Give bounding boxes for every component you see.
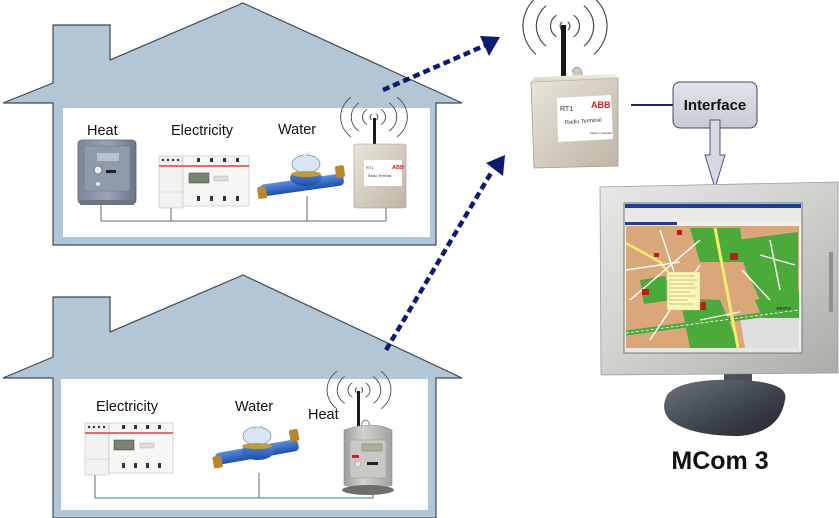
electricity-meter-bottom-icon xyxy=(84,422,174,476)
radio-links xyxy=(382,36,505,352)
label-electricity-top: Electricity xyxy=(171,123,234,139)
label-water-bottom: Water xyxy=(235,399,273,415)
electricity-meter-top-icon xyxy=(158,155,250,209)
radio-terminal-top-brand: ABB xyxy=(392,165,404,171)
heat-meter-top-icon xyxy=(77,139,137,205)
radio-link-bottom-arrowhead-icon xyxy=(486,155,505,176)
radio-link-bottom xyxy=(384,171,493,352)
central-radio-terminal-name: Radio Terminal xyxy=(565,117,602,126)
radio-link-top-arrowhead-icon xyxy=(480,36,500,56)
map-tooltip xyxy=(666,271,701,311)
house-top: Heat Electricity Water xyxy=(2,2,463,246)
central-radio-terminal-footer: Made in Sweden xyxy=(590,131,613,135)
water-meter-top-icon xyxy=(257,151,346,199)
central-radio-terminal-brand: ABB xyxy=(591,100,611,110)
map-place-label: ÅRSTA xyxy=(776,305,792,311)
label-heat-top: Heat xyxy=(87,123,118,139)
central-radio-terminal-icon: RT1 ABB Radio Terminal Made in Sweden xyxy=(522,0,619,169)
radio-terminal-top-name: Radio Terminal xyxy=(368,174,392,178)
label-water-top: Water xyxy=(278,122,316,138)
label-electricity-bottom: Electricity xyxy=(96,399,159,415)
radio-link-top xyxy=(382,42,487,93)
map-view: ÅRSTA xyxy=(625,226,800,349)
interface-to-monitor-arrow-icon xyxy=(704,119,726,190)
radio-terminal-top-id: RT1 xyxy=(366,165,374,170)
radio-terminal-top-icon: RT1 ABB Radio Terminal xyxy=(340,96,408,209)
house-bottom: Electricity Water Heat xyxy=(2,274,463,518)
label-heat-bottom: Heat xyxy=(308,407,339,423)
heat-meter-bottom-icon xyxy=(326,370,394,495)
interface-box: Interface xyxy=(672,81,758,129)
water-meter-bottom-icon xyxy=(212,424,300,469)
monitor-icon: ÅRSTA xyxy=(599,181,839,436)
central-radio-terminal-id: RT1 xyxy=(560,106,573,113)
monitor-label: MCom 3 xyxy=(671,447,768,475)
interface-label: Interface xyxy=(684,97,747,114)
